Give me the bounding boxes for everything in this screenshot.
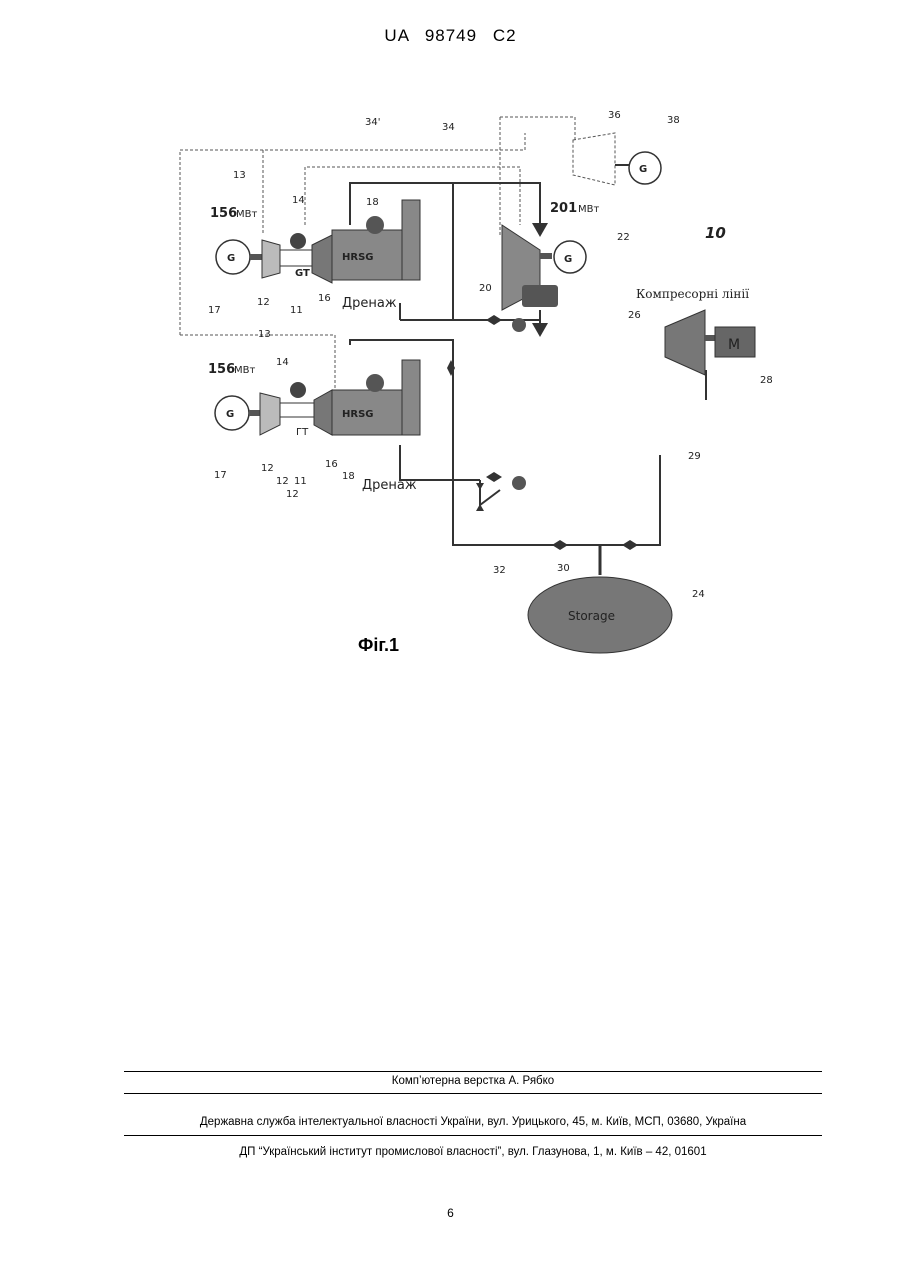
valve-icon [552,540,568,550]
patent-number: UA 98749 C2 [0,26,901,46]
label-24: 24 [692,589,705,600]
label-18-bot: 18 [342,471,355,482]
label-18-top: 18 [366,197,379,208]
label-30: 30 [557,563,570,574]
label-28: 28 [760,375,773,386]
pump-bottom-icon [512,476,526,490]
label-14-bot: 14 [276,357,289,368]
optional-generator [573,133,661,185]
label-16-top: 16 [318,293,331,304]
condenser-icon [522,285,558,307]
gen-st-label: G [564,254,572,265]
pump-top-icon [512,318,526,332]
label-38: 38 [667,115,680,126]
power-st: 201 [550,201,577,216]
label-12-bot: 12 [261,463,274,474]
steam-turbine-train [502,225,586,332]
drain-top: Дренаж [342,296,397,311]
label-12-bot2: 12 [276,476,289,487]
motor-label: M [728,337,740,353]
valve-icon [486,472,502,482]
gt-bot-label: ГТ [296,427,309,438]
compressor-26-icon [665,310,705,375]
label-16-bot: 16 [325,459,338,470]
label-17-bot: 17 [214,470,227,481]
compressor-lines-label: Компресорні лінії [636,287,749,301]
label-13-top: 13 [233,170,246,181]
footer-line-2: Державна служба інтелектуальної власност… [124,1116,822,1128]
compressor-top-icon [262,240,280,278]
combustor-top-icon [290,233,306,249]
gen-top-label: G [227,253,235,264]
unit-bot: МВт [234,365,255,376]
footer-line-3: ДП “Український інститут промислової вла… [124,1146,822,1158]
valve-icon [486,315,502,325]
gen-36-label: G [639,164,647,175]
storage-label: Storage [568,609,615,623]
hrsg-top-label: HRSG [342,252,373,263]
valve-icon [622,540,638,550]
hrsg-bot-label: HRSG [342,409,373,420]
label-17-top: 17 [208,305,221,316]
patent-figure: 34' 34 36 38 13 14 18 156 МВт G GT HRSG … [170,105,790,665]
footer-line-1: Комп’ютерна верстка А. Рябко [124,1075,822,1087]
unit-st: МВт [578,204,599,215]
unit-top: МВт [236,209,257,220]
label-22: 22 [617,232,630,243]
turbine-top-icon [312,235,332,283]
power-bot: 156 [208,362,235,377]
plant-schematic: 34' 34 36 38 13 14 18 156 МВт G GT HRSG … [170,105,790,665]
label-36: 36 [608,110,621,121]
label-34b: 34 [442,122,455,133]
gen-bot-label: G [226,409,234,420]
footer-divider [124,1093,822,1094]
label-26: 26 [628,310,641,321]
combustor-bottom-icon [290,382,306,398]
label-13-bot: 13 [258,329,271,340]
turbine-bottom-icon [314,390,332,435]
label-10: 10 [705,224,726,242]
label-32: 32 [493,565,506,576]
label-11-top: 11 [290,305,303,316]
footer-divider [124,1135,822,1136]
label-11-bot: 11 [294,476,307,487]
gt-top-label: GT [295,268,310,279]
compressor-bottom-icon [260,393,280,435]
valves [447,315,638,550]
power-top: 156 [210,206,237,221]
storage-compressor [665,310,755,375]
page-number: 6 [0,1206,901,1220]
label-14-top: 14 [292,195,305,206]
figure-caption: Фіг.1 [358,635,399,656]
footer-divider [124,1071,822,1072]
label-12-top: 12 [257,297,270,308]
label-20: 20 [479,283,492,294]
drain-bot: Дренаж [362,478,417,493]
label-34a: 34' [365,117,380,128]
label-12-bot3: 12 [286,489,299,500]
label-29: 29 [688,451,701,462]
